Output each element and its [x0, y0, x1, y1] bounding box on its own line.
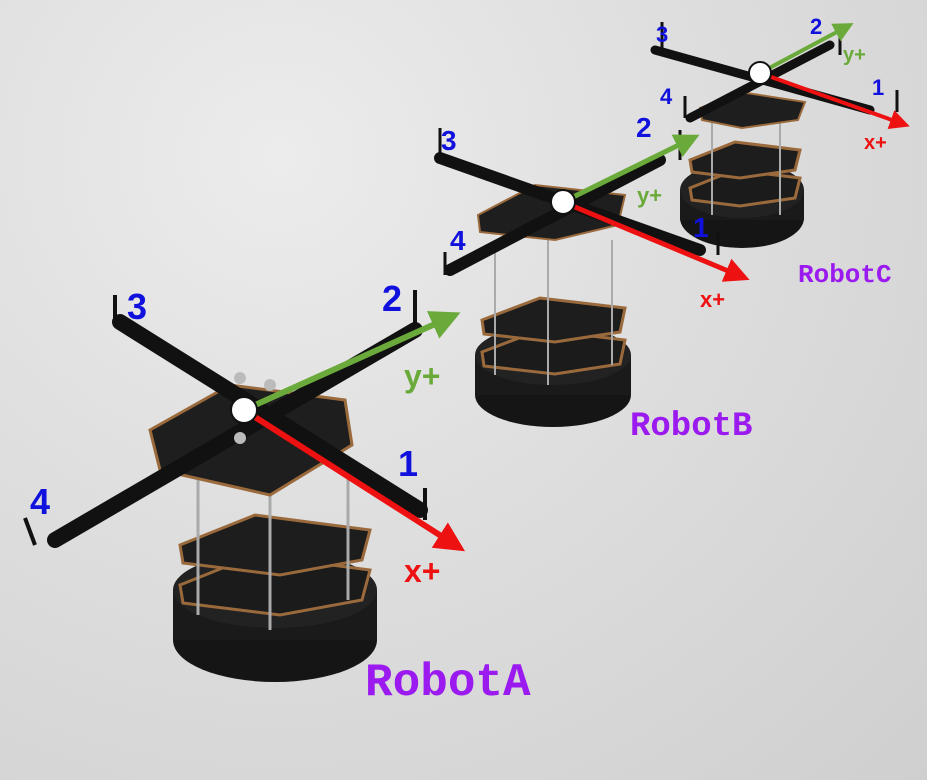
origin-marker-b: [550, 189, 576, 215]
robot-c-name: RobotC: [798, 260, 892, 290]
robot-b-x-axis-label: x+: [700, 287, 726, 312]
y-axis-arrow-c: [759, 23, 854, 75]
robot-c-x-axis-label: x+: [864, 132, 887, 154]
axes-robot-a: [230, 311, 466, 552]
robot-c-antenna-4: 4: [660, 84, 673, 109]
axes-robot-b: [550, 134, 750, 282]
robot-a-figure: [23, 290, 428, 682]
robot-b-name: RobotB: [630, 408, 753, 446]
robot-c-antenna-1: 1: [872, 75, 885, 100]
y-axis-arrow-a: [242, 311, 461, 413]
robot-a-antenna-2: 2: [382, 278, 403, 319]
robot-b-figure: [434, 128, 720, 427]
robot-a-antenna-4: 4: [30, 481, 51, 522]
robot-a-name: RobotA: [365, 657, 531, 709]
axes-robot-c: [748, 23, 910, 130]
robot-b-antenna-2: 2: [636, 112, 652, 143]
robot-a-antenna-3: 3: [127, 286, 148, 327]
robot-b-antenna-1: 1: [693, 212, 709, 243]
origin-marker-a: [230, 396, 258, 424]
x-axis-arrow-b: [562, 199, 750, 282]
robot-c-antenna-3: 3: [656, 22, 669, 47]
origin-marker-c: [748, 61, 772, 85]
x-axis-arrow-c: [759, 71, 910, 130]
robot-b-antenna-3: 3: [441, 125, 457, 156]
x-axis-arrow-a: [242, 407, 466, 552]
robot-b-y-axis-label: y+: [637, 183, 663, 208]
robot-a-y-axis-label: y+: [404, 358, 441, 394]
robot-a-x-axis-label: x+: [404, 553, 441, 589]
robot-c-y-axis-label: y+: [843, 44, 866, 66]
robot-b-antenna-4: 4: [450, 225, 466, 256]
robot-a-antenna-1: 1: [398, 443, 419, 484]
robot-c-antenna-2: 2: [810, 14, 823, 39]
robot-c-figure: [650, 22, 899, 248]
y-axis-arrow-b: [561, 134, 700, 205]
